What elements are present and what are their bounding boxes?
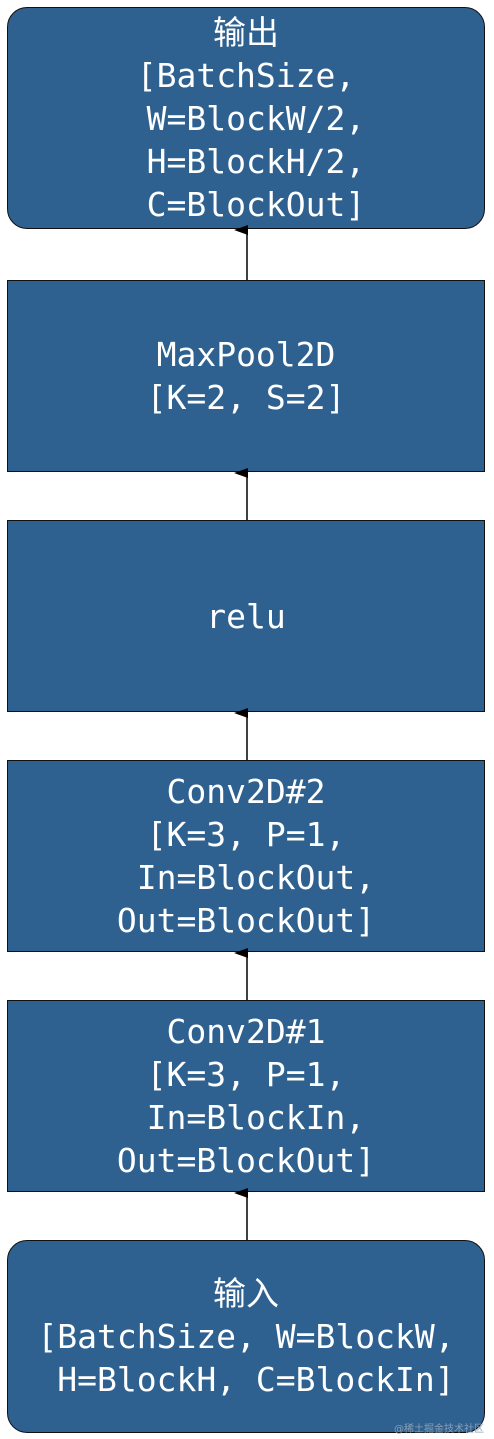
conv1-node-line: In=BlockIn,	[126, 1098, 366, 1137]
conv1-node: Conv2D#1 [K=3, P=1, In=BlockIn, Out=Bloc…	[7, 1000, 485, 1192]
input-node-line: H=BlockH, C=BlockIn]	[37, 1360, 455, 1399]
output-node-line: W=BlockW/2,	[126, 98, 366, 138]
conv2-node: Conv2D#2 [K=3, P=1, In=BlockOut, Out=Blo…	[7, 760, 485, 952]
relu-node-title: relu	[206, 596, 286, 636]
conv2-node-line: Out=BlockOut]	[116, 901, 376, 940]
input-node: 输入 [BatchSize, W=BlockW, H=BlockH, C=Blo…	[7, 1240, 485, 1433]
watermark: @稀土掘金技术社区	[394, 1424, 484, 1435]
output-node-line: C=BlockOut]	[126, 184, 366, 224]
input-node-line: [BatchSize, W=BlockW,	[37, 1317, 455, 1356]
output-node-title: 输出	[213, 12, 279, 52]
maxpool-node-line: [K=2, S=2]	[146, 378, 346, 417]
conv2-node-title: Conv2D#2	[166, 772, 326, 811]
maxpool-node: MaxPool2D [K=2, S=2]	[7, 280, 485, 472]
relu-node: relu	[7, 520, 485, 712]
output-node: 输出 [BatchSize, W=BlockW/2, H=BlockH/2, C…	[7, 7, 485, 229]
output-node-line: H=BlockH/2,	[126, 141, 366, 181]
input-node-title: 输入	[213, 1274, 279, 1313]
conv2-node-line: [K=3, P=1,	[146, 815, 346, 854]
conv1-node-line: Out=BlockOut]	[116, 1141, 376, 1180]
conv1-node-title: Conv2D#1	[166, 1012, 326, 1051]
maxpool-node-title: MaxPool2D	[156, 335, 336, 374]
conv2-node-line: In=BlockOut,	[116, 858, 376, 897]
output-node-line: [BatchSize,	[136, 55, 356, 95]
conv1-node-line: [K=3, P=1,	[146, 1055, 346, 1094]
